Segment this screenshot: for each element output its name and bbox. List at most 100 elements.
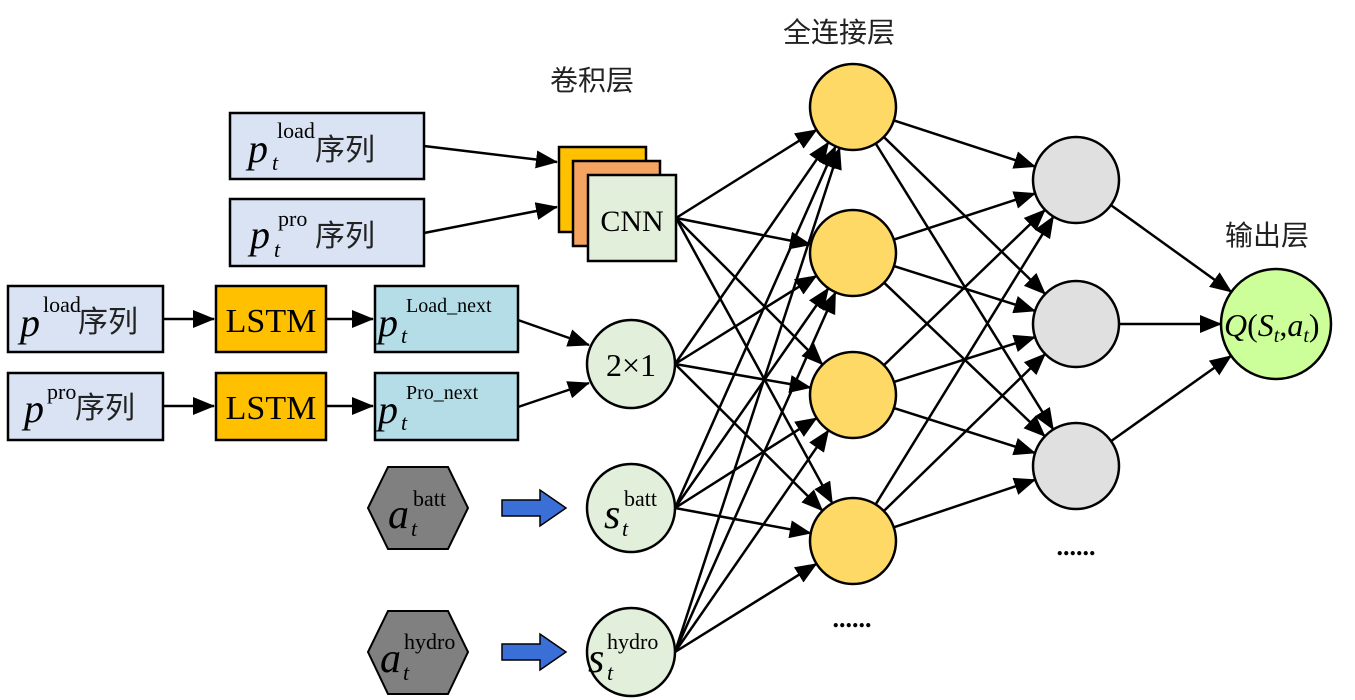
var-sup: batt	[413, 486, 446, 511]
lstm-label: LSTM	[226, 303, 317, 340]
edge-fc-to-hidden	[882, 353, 1047, 512]
var-base: p	[247, 212, 270, 257]
prediction-pro-next: p t Pro_next	[373, 371, 520, 442]
fc-ellipsis: ......	[833, 604, 872, 633]
fc-layer	[808, 62, 898, 586]
var-sup: pro	[47, 379, 76, 404]
lstm-box	[214, 371, 328, 442]
block-arrow-icon	[501, 488, 568, 528]
q-symbol: Q	[1224, 307, 1247, 343]
edge-input-to-fc	[673, 291, 837, 653]
edge-fc-to-hidden	[893, 119, 1037, 169]
var-base: a	[380, 636, 401, 682]
edge-pred-to-concat	[517, 381, 590, 409]
var-base: a	[388, 492, 409, 538]
edge-fc-to-hidden	[883, 208, 1046, 367]
fc-node	[808, 208, 898, 298]
fc-node	[808, 496, 898, 586]
node-circle	[585, 462, 677, 554]
input-p-pro-seq: p pro 序列	[6, 371, 165, 442]
edge-seq-to-cnn	[423, 144, 558, 169]
var-sub: t	[401, 323, 408, 348]
prediction-box	[373, 371, 520, 442]
input-pt-load-seq: p t load 序列	[228, 111, 426, 181]
var-base: p	[375, 300, 398, 345]
var-sub: t	[607, 660, 614, 685]
lstm-label: LSTM	[226, 390, 317, 427]
var-sup: Load_next	[406, 295, 492, 317]
edge-input-to-fc	[673, 145, 837, 509]
edge-input-to-fc	[674, 416, 818, 510]
var-base: s	[588, 636, 604, 682]
edge-input-to-fc	[673, 141, 830, 365]
var-sub: t	[622, 516, 629, 541]
hidden-ellipsis: ......	[1057, 532, 1096, 561]
edge-input-to-fc	[675, 217, 824, 366]
cnn-label: CNN	[600, 205, 663, 238]
action-hexagon	[366, 610, 470, 695]
var-sup: load	[277, 118, 315, 143]
action-sub: t	[1303, 325, 1309, 347]
edge-input-to-fc	[675, 216, 812, 250]
paren-open: (	[1247, 307, 1258, 343]
var-sup: Pro_next	[406, 382, 479, 404]
input-box	[228, 197, 426, 268]
edge-input-to-fc	[674, 363, 824, 512]
edge-input-to-fc	[674, 562, 818, 654]
edge-input-to-fc	[674, 362, 812, 393]
edge-fc-to-hidden	[893, 191, 1037, 241]
paren-close: )	[1309, 307, 1320, 343]
var-sup: pro	[278, 206, 307, 231]
concat-node: 2×1	[585, 318, 677, 410]
edge-fc-to-hidden	[874, 215, 1055, 506]
edge-input-to-fc	[673, 429, 830, 653]
state-symbol: S	[1258, 307, 1274, 343]
var-sup: hydro	[404, 629, 455, 654]
lstm-load: LSTM	[214, 284, 328, 354]
var-base: s	[604, 492, 620, 538]
lstm-pro: LSTM	[214, 371, 328, 442]
var-sub: t	[401, 410, 408, 435]
fc-layer-label: 全连接层	[783, 16, 895, 49]
edge-input-to-fc	[675, 128, 818, 220]
var-base: p	[21, 386, 44, 431]
edge-hidden-to-output	[1110, 204, 1233, 293]
var-base: p	[17, 300, 40, 345]
var-sup: load	[43, 292, 81, 317]
block-arrow-icon	[501, 632, 568, 672]
action-hydro: a t hydro	[366, 610, 470, 695]
output-node: Q(St,at)	[1219, 267, 1333, 381]
var-base: p	[375, 387, 398, 432]
node-circle	[585, 606, 677, 698]
fc-node	[808, 350, 898, 440]
output-layer-label: 输出层	[1225, 219, 1309, 252]
input-box	[6, 284, 165, 354]
q-value-label: Q(St,at)	[1224, 307, 1320, 347]
seq-label: 序列	[315, 133, 375, 168]
edge-input-to-fc	[674, 506, 812, 539]
edge-pred-to-concat	[517, 318, 590, 347]
cnn-layer-front	[586, 173, 678, 263]
hidden-node	[1031, 421, 1121, 511]
var-sub: t	[411, 516, 418, 541]
lstm-box	[214, 284, 328, 354]
input-pt-pro-seq: p t pro 序列	[228, 197, 426, 268]
input-box	[6, 371, 165, 442]
action-hexagon	[366, 466, 470, 550]
concat-label: 2×1	[606, 347, 656, 383]
node-circle	[585, 318, 677, 410]
comma: ,	[1279, 307, 1287, 343]
edge-fc-to-hidden	[893, 406, 1036, 456]
var-sup: batt	[624, 486, 657, 511]
cnn-block: CNN	[557, 145, 678, 263]
fc-node	[808, 62, 898, 152]
action-symbol: a	[1287, 307, 1303, 343]
seq-label: 序列	[315, 219, 375, 254]
edge-seq-to-cnn	[423, 202, 558, 235]
seq-label: 序列	[78, 305, 138, 340]
edge-hidden-to-output	[1110, 354, 1232, 443]
seq-label: 序列	[75, 391, 135, 426]
state-batt: s t batt	[585, 462, 677, 554]
prediction-box	[373, 284, 520, 354]
